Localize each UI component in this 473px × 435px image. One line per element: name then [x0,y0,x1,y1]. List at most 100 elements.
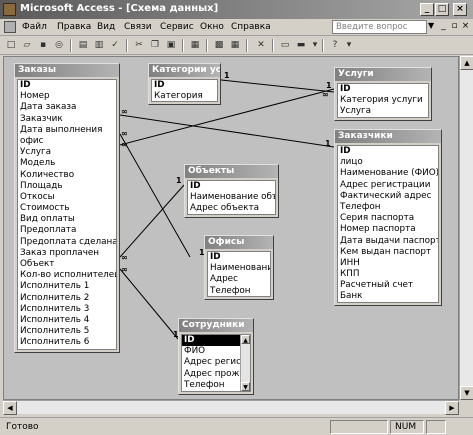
show-all-icon[interactable]: ▦ [230,40,240,50]
field-item[interactable]: Номер паспорта [340,224,416,235]
field-item[interactable]: Объект [20,259,55,269]
vertical-scrollbar[interactable]: ▲ ▼ [459,56,473,400]
table-categories[interactable]: Категории ус... ID Категория [148,63,221,105]
horizontal-scrollbar[interactable]: ◀ ▶ [3,400,459,415]
scroll-left-icon[interactable]: ◀ [3,401,17,415]
field-item[interactable]: Адрес регистрации [340,179,431,190]
database-window-icon[interactable]: ▭ [280,40,290,50]
field-item[interactable]: Исполнитель 1 [20,281,90,292]
field-item[interactable]: Дата заказа [20,102,77,113]
table-offices[interactable]: Офисы ID Наименование Адрес Телефон [204,235,274,300]
field-item[interactable]: Категория услуги [340,95,423,106]
field-id[interactable]: ID [20,80,31,90]
field-item[interactable]: Услуга [340,106,372,117]
menu-relations[interactable]: Связи [124,22,152,32]
new-object-dropdown-icon[interactable]: ▾ [312,40,318,50]
table-employees[interactable]: Сотрудники ID ФИО Адрес регист Адрес про… [178,318,254,395]
table-title[interactable]: Объекты [185,165,278,178]
document-window-icon[interactable] [4,21,16,33]
field-item[interactable]: Площадь [20,180,63,191]
field-id[interactable]: ID [190,181,201,191]
scroll-down-icon[interactable]: ▼ [460,386,473,400]
field-item[interactable]: Кол-во исполнителей [20,270,116,281]
field-item[interactable]: Модель [20,158,56,169]
field-item[interactable]: ИНН [340,257,360,268]
menu-window[interactable]: Окно [200,22,224,32]
delete-icon[interactable]: ✕ [257,40,265,50]
menu-help[interactable]: Справка [231,22,271,32]
field-id[interactable]: ID [210,252,221,262]
field-item[interactable]: Заказчик [20,113,63,124]
field-item[interactable]: Наименование объекта [190,192,275,203]
help-icon[interactable]: ? [332,40,338,50]
field-item[interactable]: Услуга [20,147,52,158]
field-item[interactable]: Расчетный счет [340,280,414,291]
minimize-button[interactable]: _ [420,3,434,16]
scroll-right-icon[interactable]: ▶ [445,401,459,415]
table-objects[interactable]: Объекты ID Наименование объекта Адрес об… [184,164,279,218]
field-item[interactable]: Телефон [340,201,381,212]
table-title[interactable]: Заказы [15,64,119,77]
field-item[interactable]: Предоплата сделана [20,236,116,247]
spelling-icon[interactable]: ✓ [111,40,119,50]
new-icon[interactable]: □ [6,40,16,50]
new-object-icon[interactable]: ▬ [296,40,306,50]
search-file-icon[interactable]: ◎ [55,40,63,50]
field-item[interactable]: офис [20,135,44,146]
field-item[interactable]: Наименование [210,263,270,274]
open-icon[interactable]: ▱ [23,40,31,50]
field-item[interactable]: Исполнитель 5 [20,326,90,337]
field-item[interactable]: КПП [340,269,360,280]
show-table-icon[interactable]: ▦ [190,40,200,50]
print-preview-icon[interactable]: ▥ [94,40,104,50]
field-item[interactable]: Дата выдачи паспорта [340,235,438,246]
field-item[interactable]: Телефон [210,285,251,296]
menu-view[interactable]: Вид [97,22,116,32]
field-item[interactable]: Исполнитель 6 [20,337,90,348]
doc-minimize-button[interactable]: _ [441,21,446,31]
field-item[interactable]: Стоимость [20,203,70,214]
table-orders[interactable]: Заказы ID Номер Дата заказа Заказчик Дат… [14,63,120,353]
field-item[interactable]: Откосы [20,191,55,202]
table-customers[interactable]: Заказчики ID лицо Наименование (ФИО) Адр… [334,129,442,306]
field-item[interactable]: Кем выдан паспорт [340,246,432,257]
cut-icon[interactable]: ✂ [135,40,143,50]
field-item[interactable]: Заказ проплачен [20,247,100,258]
table-title[interactable]: Офисы [205,236,273,249]
field-item[interactable]: Предоплата [20,225,77,236]
field-item[interactable]: Вид оплаты [20,214,75,225]
field-id[interactable]: ID [154,80,165,90]
field-item[interactable]: Номер [20,91,50,102]
field-item[interactable]: Исполнитель 4 [20,314,90,325]
menu-file[interactable]: Файл [22,22,47,32]
field-id[interactable]: ID [340,146,351,156]
table-title[interactable]: Категории ус... [149,64,220,77]
field-item[interactable]: Адрес прожи [184,368,246,379]
field-item[interactable]: Фактический адрес [340,190,432,201]
field-item[interactable]: Адрес регист [184,357,247,368]
field-id[interactable]: ID [340,84,351,94]
field-item[interactable]: Телефон [184,379,225,390]
field-item[interactable]: Адрес [210,274,238,285]
table-title[interactable]: Сотрудники [179,319,253,332]
doc-restore-button[interactable]: ▫ [451,21,458,31]
show-direct-icon[interactable]: ▩ [214,40,224,50]
scroll-up-icon[interactable]: ▲ [241,335,250,344]
field-item[interactable]: Дата выполнения [20,124,103,135]
field-item[interactable]: Серия паспорта [340,213,415,224]
field-item[interactable]: лицо [340,157,363,168]
menu-edit[interactable]: Правка [57,22,92,32]
table-services[interactable]: Услуги ID Категория услуги Услуга [334,67,432,121]
field-list-scrollbar[interactable]: ▲ ▼ [240,335,250,391]
field-item[interactable]: Исполнитель 2 [20,292,90,303]
field-item[interactable]: ФИО [184,346,206,357]
field-item[interactable]: Наименование (ФИО) [340,168,438,179]
copy-icon[interactable]: ❐ [150,40,160,50]
relationships-canvas[interactable]: 1 ∞ ∞ 1 ∞ 1 ∞ 1 ∞ 1 ∞ 1 Заказы ID Номер … [3,56,459,400]
field-item[interactable]: Адрес объекта [190,203,259,214]
field-item[interactable]: Банк [340,291,363,302]
field-item[interactable]: Количество [20,169,75,180]
maximize-button[interactable]: □ [435,3,449,16]
table-title[interactable]: Услуги [335,68,431,81]
save-icon[interactable]: ▪ [39,40,47,50]
